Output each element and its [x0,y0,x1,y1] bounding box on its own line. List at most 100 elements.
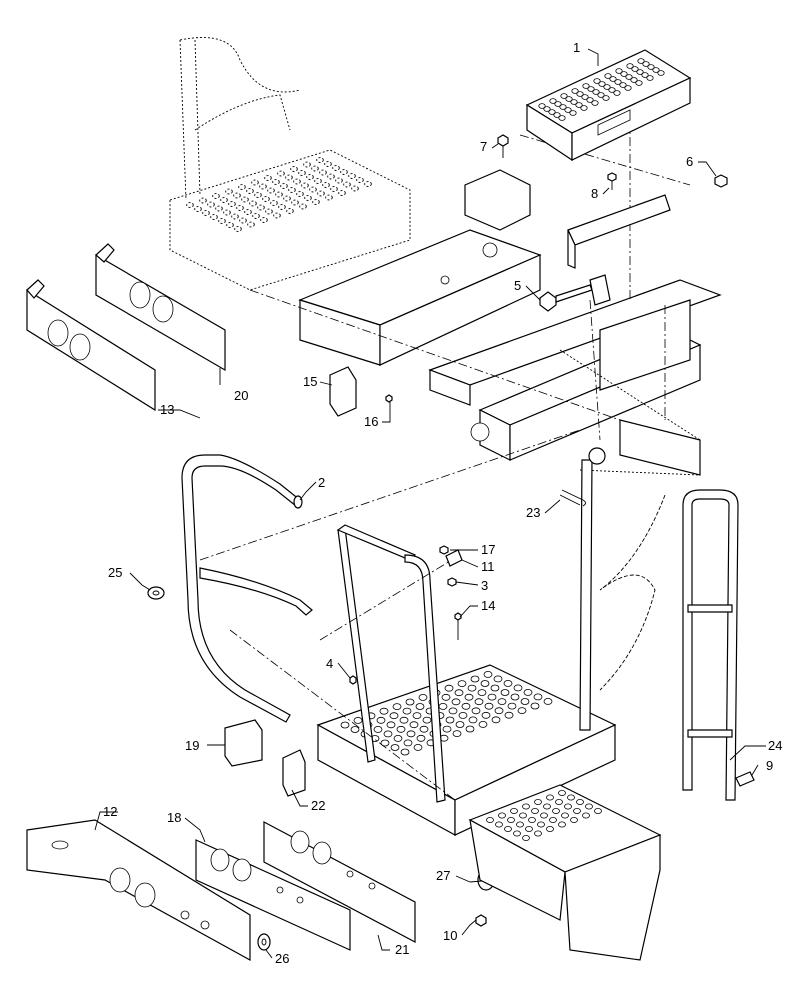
perforation-hole [353,717,363,724]
perforation-hole [592,89,600,95]
perforation-hole [546,825,554,833]
perforation-hole [490,684,500,692]
perforation-hole [286,208,294,214]
perforation-hole [593,78,601,84]
upper-frame-assembly [169,37,722,561]
perforation-hole [519,812,527,819]
perforation-hole [442,725,452,733]
perforation-hole [474,698,484,706]
perforation-hole [471,707,481,715]
perforation-hole [202,210,210,216]
perforation-hole [503,680,513,687]
perforation-hole [273,212,281,219]
part-13-shield [26,279,156,412]
perforation-hole [226,222,234,228]
perforation-hole [636,69,644,75]
perforation-hole [314,178,322,184]
perforation-hole [275,191,283,198]
perforation-hole [534,830,542,837]
lower-step-holes [486,789,602,842]
perforation-hole [614,79,622,85]
perforation-hole [254,192,262,198]
perforation-hole [364,181,372,187]
perforation-hole [296,191,304,197]
perforation-hole [575,102,583,108]
leader-lines [94,48,766,959]
perforation-hole [454,689,464,697]
perforation-hole [418,694,428,701]
perforation-hole [538,103,546,109]
perforation-hole [626,63,634,69]
part-3-screw [447,577,457,587]
perforation-hole [303,161,311,168]
perforation-hole [332,165,340,171]
perforation-hole [400,748,410,756]
perforation-hole [413,744,423,751]
perforation-hole [455,721,465,728]
perforation-hole [586,97,594,103]
perforation-hole [631,66,639,72]
part-21-rail [263,821,416,943]
part-26-grommet [257,933,271,951]
perforation-hole [340,721,350,729]
perforation-hole [487,693,497,701]
perforation-hole [438,703,448,710]
perforation-hole [635,80,643,86]
perforation-hole [441,693,451,701]
safety-chain [599,494,666,691]
perforation-hole [580,105,588,111]
perforation-hole [560,93,568,99]
part-19-bracket [224,719,263,767]
perforation-hole [533,693,543,701]
part-14-screw [454,612,462,640]
callout-12: 12 [103,804,117,819]
perforation-hole [587,86,595,92]
perforation-hole [306,174,314,180]
perforation-hole [559,104,567,110]
perforation-hole [594,807,602,815]
perforation-hole [565,96,573,102]
perforation-hole [591,100,599,106]
perforation-hole [652,67,660,73]
perforation-hole [309,186,317,193]
callout-16: 16 [364,414,378,429]
perforation-hole [278,204,286,210]
perforation-hole [452,730,462,737]
perforation-hole [409,721,419,729]
perforation-hole [236,205,244,211]
perforation-hole [194,206,202,212]
perforation-hole [392,703,402,710]
perforation-hole [552,807,560,815]
part-4-bolt [349,675,357,685]
part-20-shield [95,243,226,372]
perforation-hole [553,112,561,118]
part-7-screw [497,134,509,158]
perforation-hole [301,182,309,189]
perforation-hole [576,798,584,806]
perforation-hole [625,74,633,80]
perforation-hole [530,702,540,710]
perforation-hole [416,734,426,742]
perforation-hole [467,684,477,692]
main-step-platform [229,447,617,837]
callout-11: 11 [481,559,495,574]
perforation-hole [461,702,471,710]
perforation-hole [402,707,412,715]
perforation-hole [293,178,301,185]
perforation-hole [615,68,623,74]
perforation-hole [422,716,432,724]
perforation-hole [569,110,577,116]
perforation-hole [383,730,393,738]
callout-6: 6 [686,154,693,169]
perforation-hole [335,177,343,184]
perforation-hole [637,58,645,64]
perforation-hole [444,684,454,692]
perforation-hole [350,726,360,733]
part-2-handrail [181,454,313,723]
perforation-hole [215,205,223,212]
perforation-hole [576,91,584,97]
perforation-hole [602,95,610,101]
perforation-hole [262,196,270,202]
perforation-hole [220,197,228,203]
